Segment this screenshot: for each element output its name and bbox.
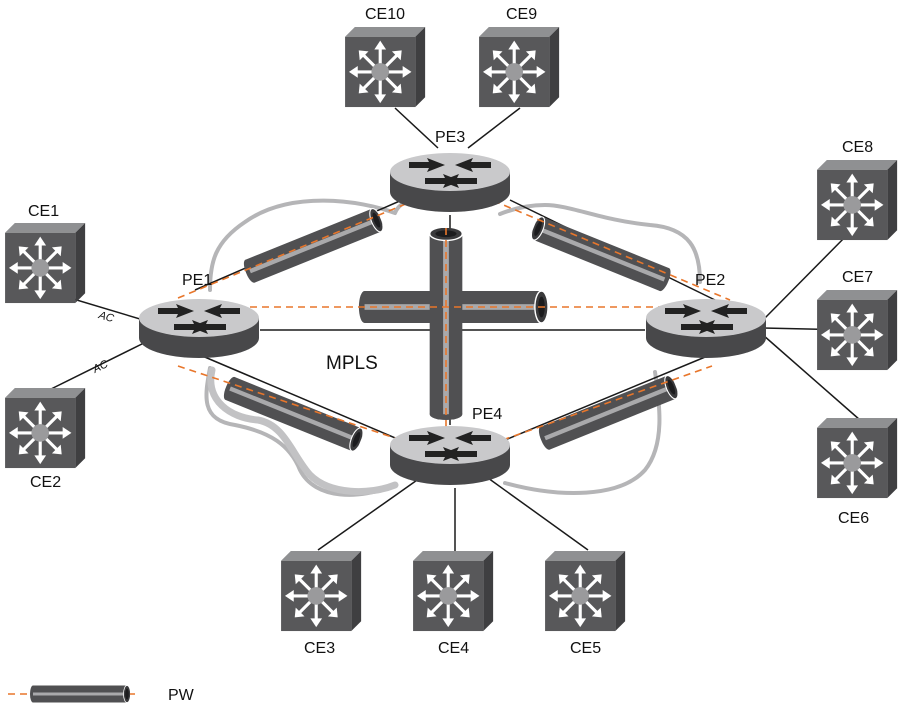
label-pe4: PE4 <box>472 406 502 423</box>
label-pe1: PE1 <box>182 272 212 289</box>
mpls-cloud <box>204 196 702 497</box>
ce-switch-ce1[interactable] <box>5 223 87 305</box>
label-ce2: CE2 <box>30 474 61 491</box>
ce-switch-ce6[interactable] <box>817 418 899 500</box>
label-ce6: CE6 <box>838 510 869 527</box>
label-ce10: CE10 <box>365 6 405 23</box>
label-ac-ce1: AC <box>96 309 115 325</box>
ce-switch-ce5[interactable] <box>545 551 627 633</box>
ce-switch-ce7[interactable] <box>817 290 899 372</box>
attachment-links <box>44 107 861 553</box>
legend-pw-label: PW <box>168 687 195 704</box>
label-ce1: CE1 <box>28 203 59 220</box>
label-ce5: CE5 <box>570 640 601 657</box>
ce-switch-ce9[interactable] <box>479 27 561 109</box>
label-pe2: PE2 <box>695 272 725 289</box>
label-ce4: CE4 <box>438 640 469 657</box>
pe-router-pe1[interactable] <box>139 299 259 358</box>
pe-router-pe4[interactable] <box>390 426 510 485</box>
label-ce3: CE3 <box>304 640 335 657</box>
legend-pw-tunnel-icon <box>30 684 130 704</box>
label-ce8: CE8 <box>842 139 873 156</box>
pseudowire-dashes <box>177 195 731 449</box>
legend: PW <box>8 684 195 704</box>
ce-switch-ce10[interactable] <box>345 27 427 109</box>
device-labels: CE10 CE9 PE3 CE8 CE1 PE1 PE2 CE7 MPLS PE… <box>28 6 873 657</box>
pe-router-pe2[interactable] <box>646 299 766 358</box>
ce-switch-ce2[interactable] <box>5 388 87 470</box>
pw-pe1-pe3 <box>240 206 387 285</box>
label-mpls: MPLS <box>326 353 378 374</box>
ce-switch-ce3[interactable] <box>281 551 363 633</box>
pe-router-pe3[interactable] <box>390 153 510 212</box>
label-pe3: PE3 <box>435 129 465 146</box>
label-ce9: CE9 <box>506 6 537 23</box>
ce-switch-ce8[interactable] <box>817 160 899 242</box>
label-ce7: CE7 <box>842 269 873 286</box>
ce-switch-ce4[interactable] <box>413 551 495 633</box>
